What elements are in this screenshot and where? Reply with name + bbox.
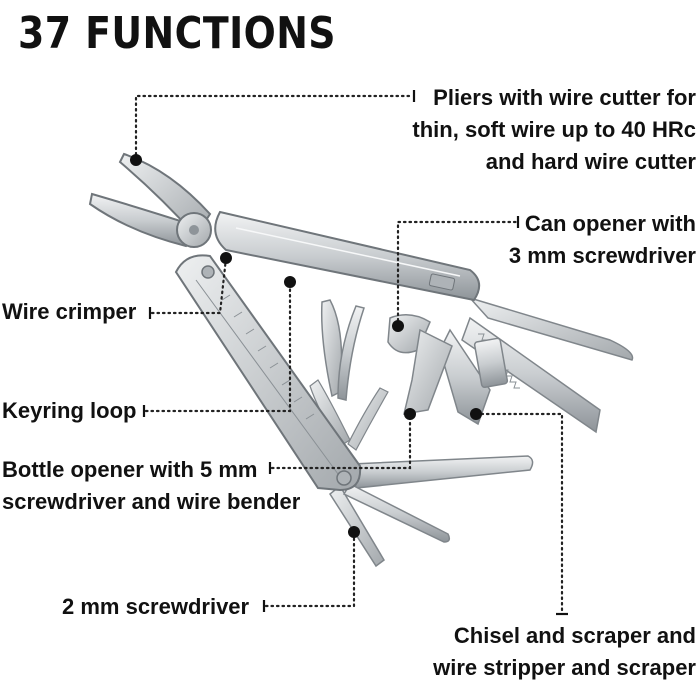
callout-can-opener-line-2: 3 mm screwdriver [508, 243, 696, 268]
upper-handle [214, 210, 481, 302]
leader-screwdriver [264, 530, 356, 608]
callout-pliers-line-2: thin, soft wire up to 40 HRc [412, 117, 696, 142]
small-screwdriver [329, 484, 385, 568]
callout-dots [130, 154, 482, 538]
callout-can-opener-line-1: Can opener with [524, 211, 696, 236]
leader-keyring-loop [144, 280, 292, 413]
callout-wire-crimper: Wire crimper [2, 296, 136, 328]
callout-leaders [134, 94, 564, 614]
callout-chisel-line-1: Chisel and scraper and [453, 623, 696, 648]
callout-bottle-opener-line-2: screwdriver and wire bender [2, 489, 301, 514]
callout-bottle-opener: Bottle opener with 5 mm screwdriver and … [2, 454, 300, 518]
multitool [88, 152, 634, 568]
callout-chisel-line-2: wire stripper and scraper [433, 655, 696, 680]
scissors [320, 299, 343, 398]
callout-pliers-line-3: and hard wire cutter [485, 149, 696, 174]
callout-wire-crimper-line-1: Wire crimper [2, 299, 137, 324]
callout-keyring-loop: Keyring loop [2, 395, 136, 427]
callout-pliers-line-1: Pliers with wire cutter for [433, 85, 696, 110]
leader-chisel [474, 412, 564, 614]
page-title: 37 FUNCTIONS [18, 8, 336, 59]
leader-pliers [134, 94, 414, 162]
lower-handle [174, 254, 362, 492]
callout-2mm-screwdriver-line-1: 2 mm screwdriver [62, 594, 250, 619]
leader-can-opener [396, 220, 518, 328]
callout-pliers: Pliers with wire cutter for thin, soft w… [412, 82, 696, 178]
callout-can-opener: Can opener with 3 mm screwdriver [509, 208, 696, 272]
callout-2mm-screwdriver: 2 mm screwdriver [62, 591, 249, 623]
callout-ticks [142, 90, 568, 616]
callout-bottle-opener-line-1: Bottle opener with 5 mm [2, 457, 258, 482]
screwdriver-tip [473, 337, 509, 389]
file-tool [351, 455, 534, 489]
bottle-opener-tool [403, 328, 453, 415]
callout-chisel: Chisel and scraper and wire stripper and… [433, 620, 696, 684]
leader-wire-crimper [150, 256, 228, 315]
main-blade [467, 296, 634, 361]
callout-keyring-loop-line-1: Keyring loop [2, 398, 137, 423]
leader-bottle-opener [270, 412, 412, 470]
